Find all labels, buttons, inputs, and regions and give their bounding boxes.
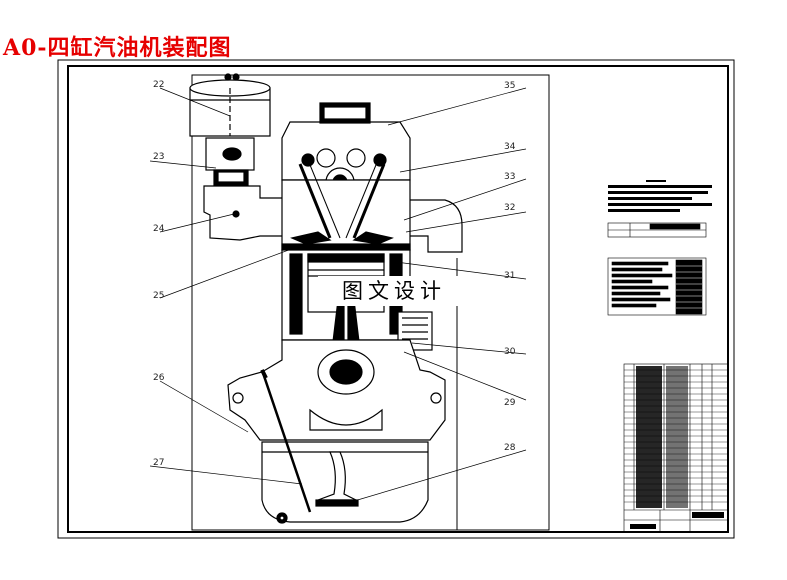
callout-34: 34: [504, 142, 516, 152]
callout-33: 33: [504, 172, 516, 182]
technical-notes: [608, 180, 712, 212]
intake-valve: [298, 163, 332, 239]
callout-26: 26: [153, 373, 165, 383]
view-frame: [191, 74, 550, 531]
callout-24: 24: [153, 224, 165, 234]
dipstick: [260, 369, 312, 513]
parameters-table: [607, 257, 707, 316]
callout-32: 32: [504, 203, 516, 213]
watermark: 图文设计: [318, 276, 470, 306]
callout-27: 27: [153, 458, 165, 468]
engine-cross-section: [189, 73, 463, 524]
callout-31: 31: [504, 271, 516, 281]
callout-35: 35: [504, 81, 516, 91]
exhaust-valve: [352, 163, 386, 239]
exhaust-manifold: [399, 199, 463, 253]
callout-29: 29: [504, 398, 516, 408]
intake-manifold: [203, 185, 301, 241]
callout-30: 30: [504, 347, 516, 357]
spec-table: [607, 222, 707, 238]
head-gasket: [281, 243, 411, 251]
parts-list-fill: [630, 366, 724, 529]
leader-lines: [149, 87, 527, 505]
callout-25: 25: [153, 291, 165, 301]
callout-23: 23: [153, 152, 165, 162]
callout-22: 22: [153, 80, 165, 90]
page-title: A0-四缸汽油机装配图: [3, 35, 232, 61]
inner-border: [67, 65, 729, 533]
outer-border: [57, 59, 735, 539]
callout-28: 28: [504, 443, 516, 453]
